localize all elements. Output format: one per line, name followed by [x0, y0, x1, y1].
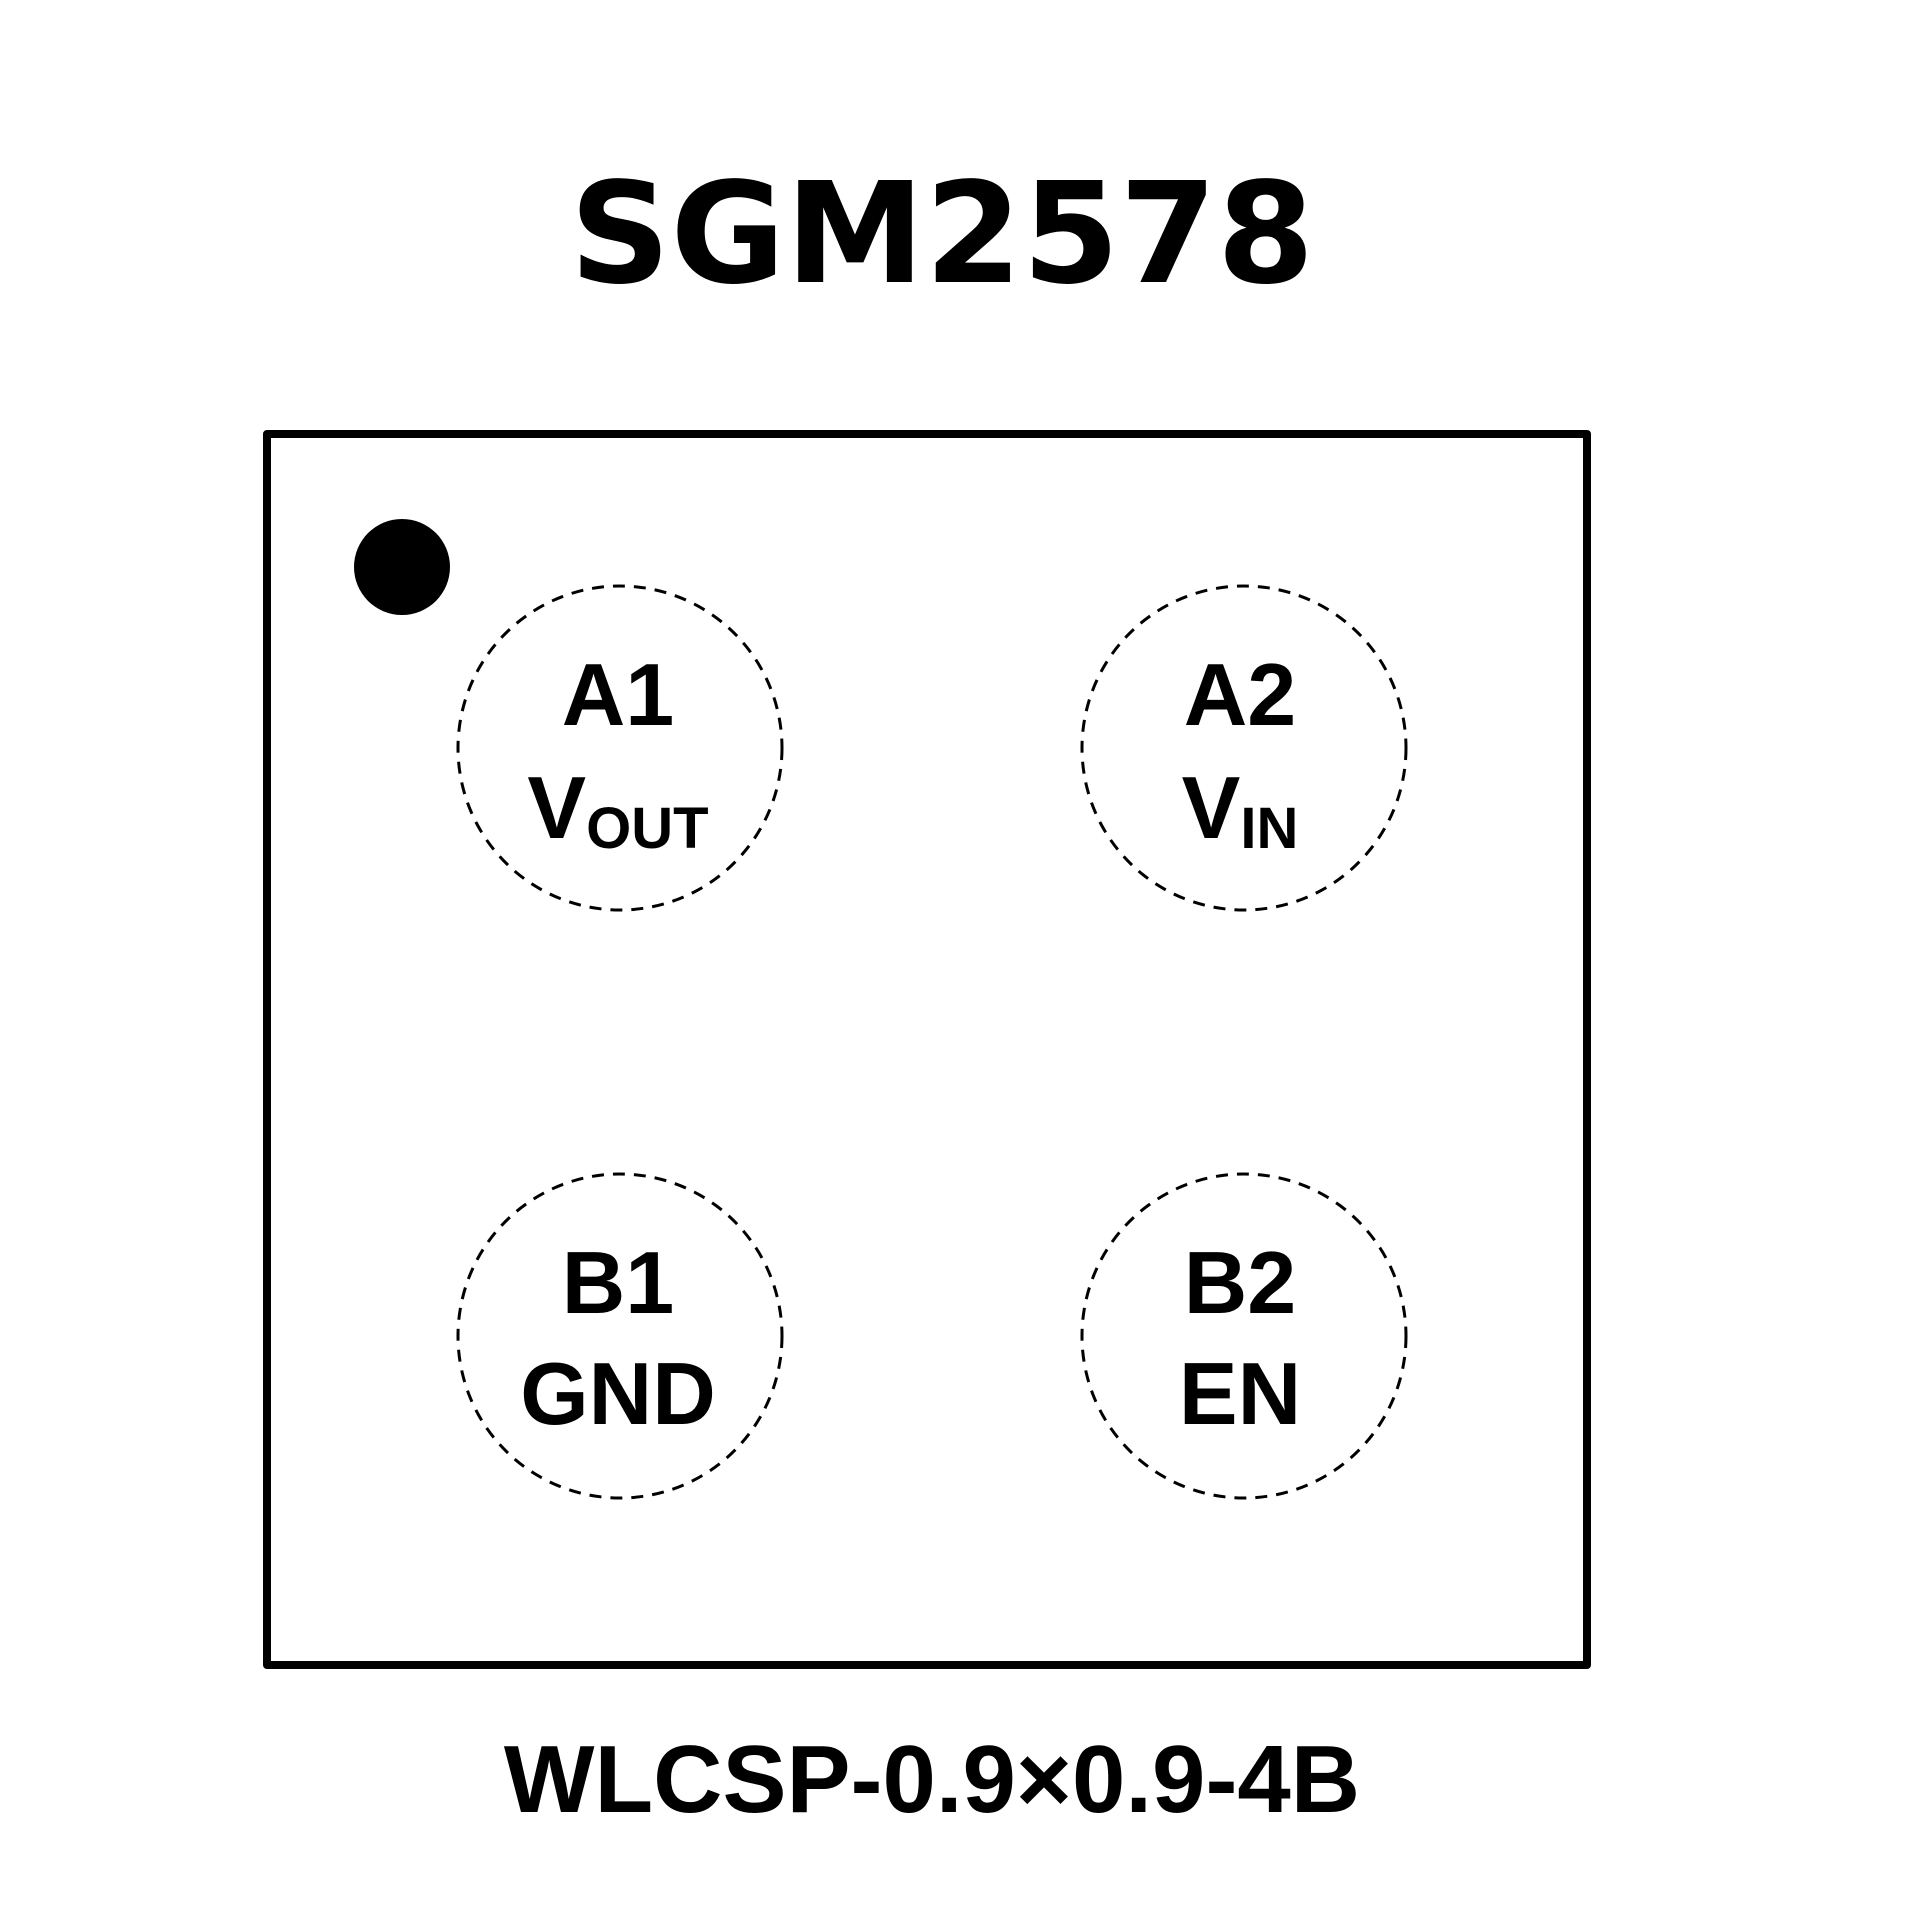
pin-name: EN — [1179, 1344, 1301, 1443]
ball-outline — [1080, 584, 1408, 912]
pin-id: B2 — [1184, 1233, 1297, 1332]
pin-name: VOUT — [527, 758, 708, 861]
pin-id: B1 — [562, 1233, 675, 1332]
pin-name: VIN — [1182, 758, 1299, 861]
package-label: WLCSP-0.9×0.9-4B — [504, 1726, 1360, 1833]
pin-a1: A1 VOUT — [456, 584, 784, 912]
device-title: SGM2578 — [570, 153, 1315, 316]
pin-a2: A2 VIN — [1080, 584, 1408, 912]
package-outline — [263, 430, 1591, 1669]
pin-b1: B1 GND — [456, 1172, 784, 1500]
pin-id: A1 — [562, 645, 675, 744]
pin1-indicator-dot — [354, 519, 450, 615]
pin-id: A2 — [1184, 645, 1297, 744]
pin-name: GND — [520, 1344, 716, 1443]
pin-b2: B2 EN — [1080, 1172, 1408, 1500]
ball-outline — [1080, 1172, 1408, 1500]
ball-outline — [456, 584, 784, 912]
ball-outline — [456, 1172, 784, 1500]
